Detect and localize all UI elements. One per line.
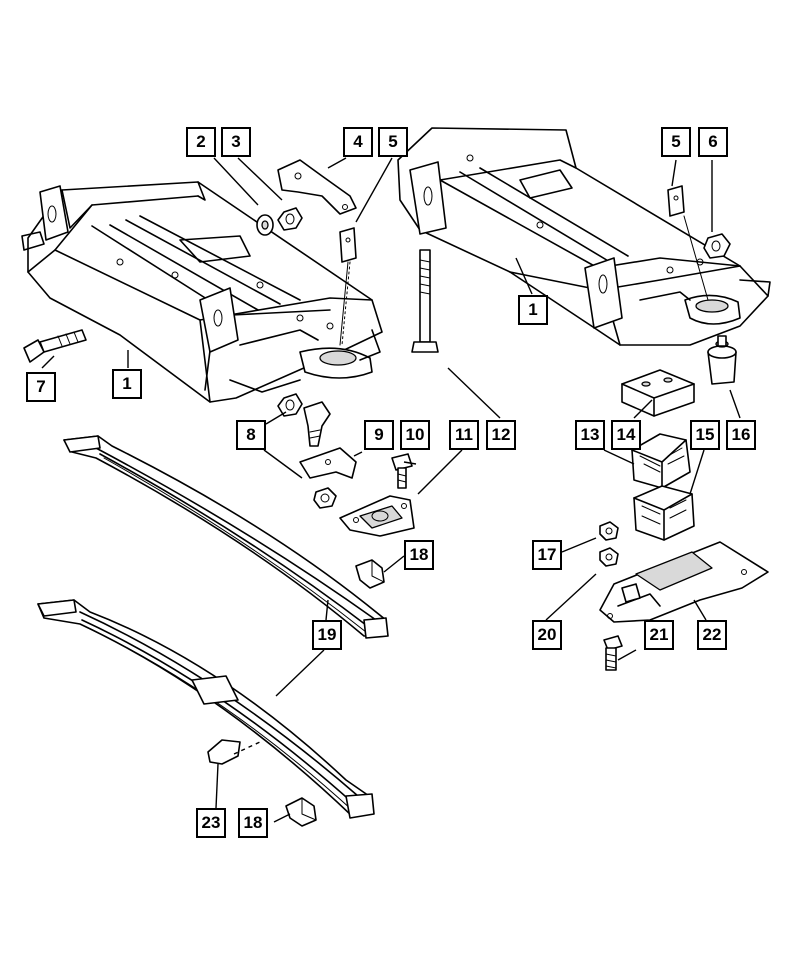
mount-11 (339, 495, 415, 537)
nut-bottom (313, 487, 337, 509)
mount-15 (633, 485, 695, 541)
bolt-7 (23, 329, 87, 363)
callout-17: 17 (532, 540, 562, 570)
callout-22: 22 (697, 620, 727, 650)
bolt-10 (391, 453, 413, 489)
nut-8 (277, 393, 303, 417)
callout-18-lower: 18 (238, 808, 268, 838)
plate-22 (599, 541, 769, 623)
long-bolt-12 (411, 249, 439, 353)
callout-12: 12 (486, 420, 516, 450)
callout-16: 16 (726, 420, 756, 450)
callout-14: 14 (611, 420, 641, 450)
callout-3: 3 (221, 127, 251, 157)
nut-20 (599, 547, 619, 567)
callout-1-left: 1 (112, 369, 142, 399)
leader-lines (41, 157, 741, 823)
callout-7: 7 (26, 372, 56, 402)
callout-4: 4 (343, 127, 373, 157)
bracket-5-right (667, 185, 709, 301)
callout-13: 13 (575, 420, 605, 450)
nut-17 (599, 521, 619, 541)
pad-23 (207, 739, 241, 765)
callout-11: 11 (449, 420, 479, 450)
callout-21: 21 (644, 620, 674, 650)
bracket-5-left (339, 227, 357, 346)
leaf-spring-upper (63, 435, 389, 639)
stud-8 (303, 401, 331, 447)
callout-6: 6 (698, 127, 728, 157)
callout-5-left: 5 (378, 127, 408, 157)
callout-8: 8 (236, 420, 266, 450)
callout-2: 2 (186, 127, 216, 157)
callout-9: 9 (364, 420, 394, 450)
callout-23: 23 (196, 808, 226, 838)
callout-10: 10 (400, 420, 430, 450)
callout-18-upper: 18 (404, 540, 434, 570)
leaf-spring-lower (37, 599, 375, 819)
pad-18-upper (355, 559, 385, 589)
callout-19: 19 (312, 620, 342, 650)
bracket-9 (299, 447, 357, 479)
bracket-4 (277, 159, 357, 215)
nut-3 (277, 207, 303, 231)
right-crossmember-frame (397, 127, 771, 346)
callout-5-right: 5 (661, 127, 691, 157)
callout-15: 15 (690, 420, 720, 450)
pad-14 (621, 369, 695, 417)
mount-13 (631, 433, 691, 489)
pad-18-lower (285, 797, 317, 827)
bushing-16 (707, 335, 737, 385)
callout-20: 20 (532, 620, 562, 650)
callout-1-right: 1 (518, 295, 548, 325)
bolt-21 (603, 635, 623, 671)
nut-6 (703, 233, 731, 259)
washer-2 (256, 214, 274, 236)
left-crossmember-frame (21, 181, 383, 403)
